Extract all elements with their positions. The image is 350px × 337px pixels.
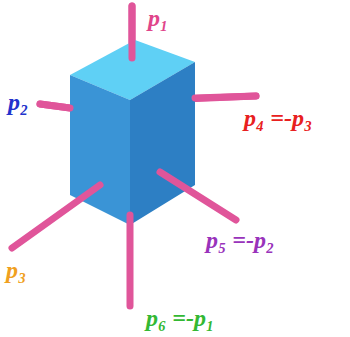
vector-label: p₆ =-p₁: [146, 306, 214, 330]
rod-p6: [127, 215, 134, 306]
vector-label: p₂: [8, 90, 28, 114]
rod-p5: [160, 172, 236, 220]
vector-label: p₄ =-p₃: [244, 106, 312, 130]
rod-p2-out: [40, 104, 70, 108]
rod-p4-out: [195, 96, 256, 98]
rod-p3: [12, 185, 100, 248]
cube-side: [130, 62, 195, 225]
vector-label: p₅ =-p₂: [206, 228, 274, 252]
vector-label: p₁: [148, 6, 168, 30]
rod-p2-hidden: [40, 104, 70, 130]
rod-stubs: [40, 6, 256, 108]
rods-front: [12, 104, 236, 306]
rod-p1: [129, 6, 136, 70]
vector-label: p₃: [6, 258, 26, 282]
rod-p1-out: [129, 6, 136, 58]
